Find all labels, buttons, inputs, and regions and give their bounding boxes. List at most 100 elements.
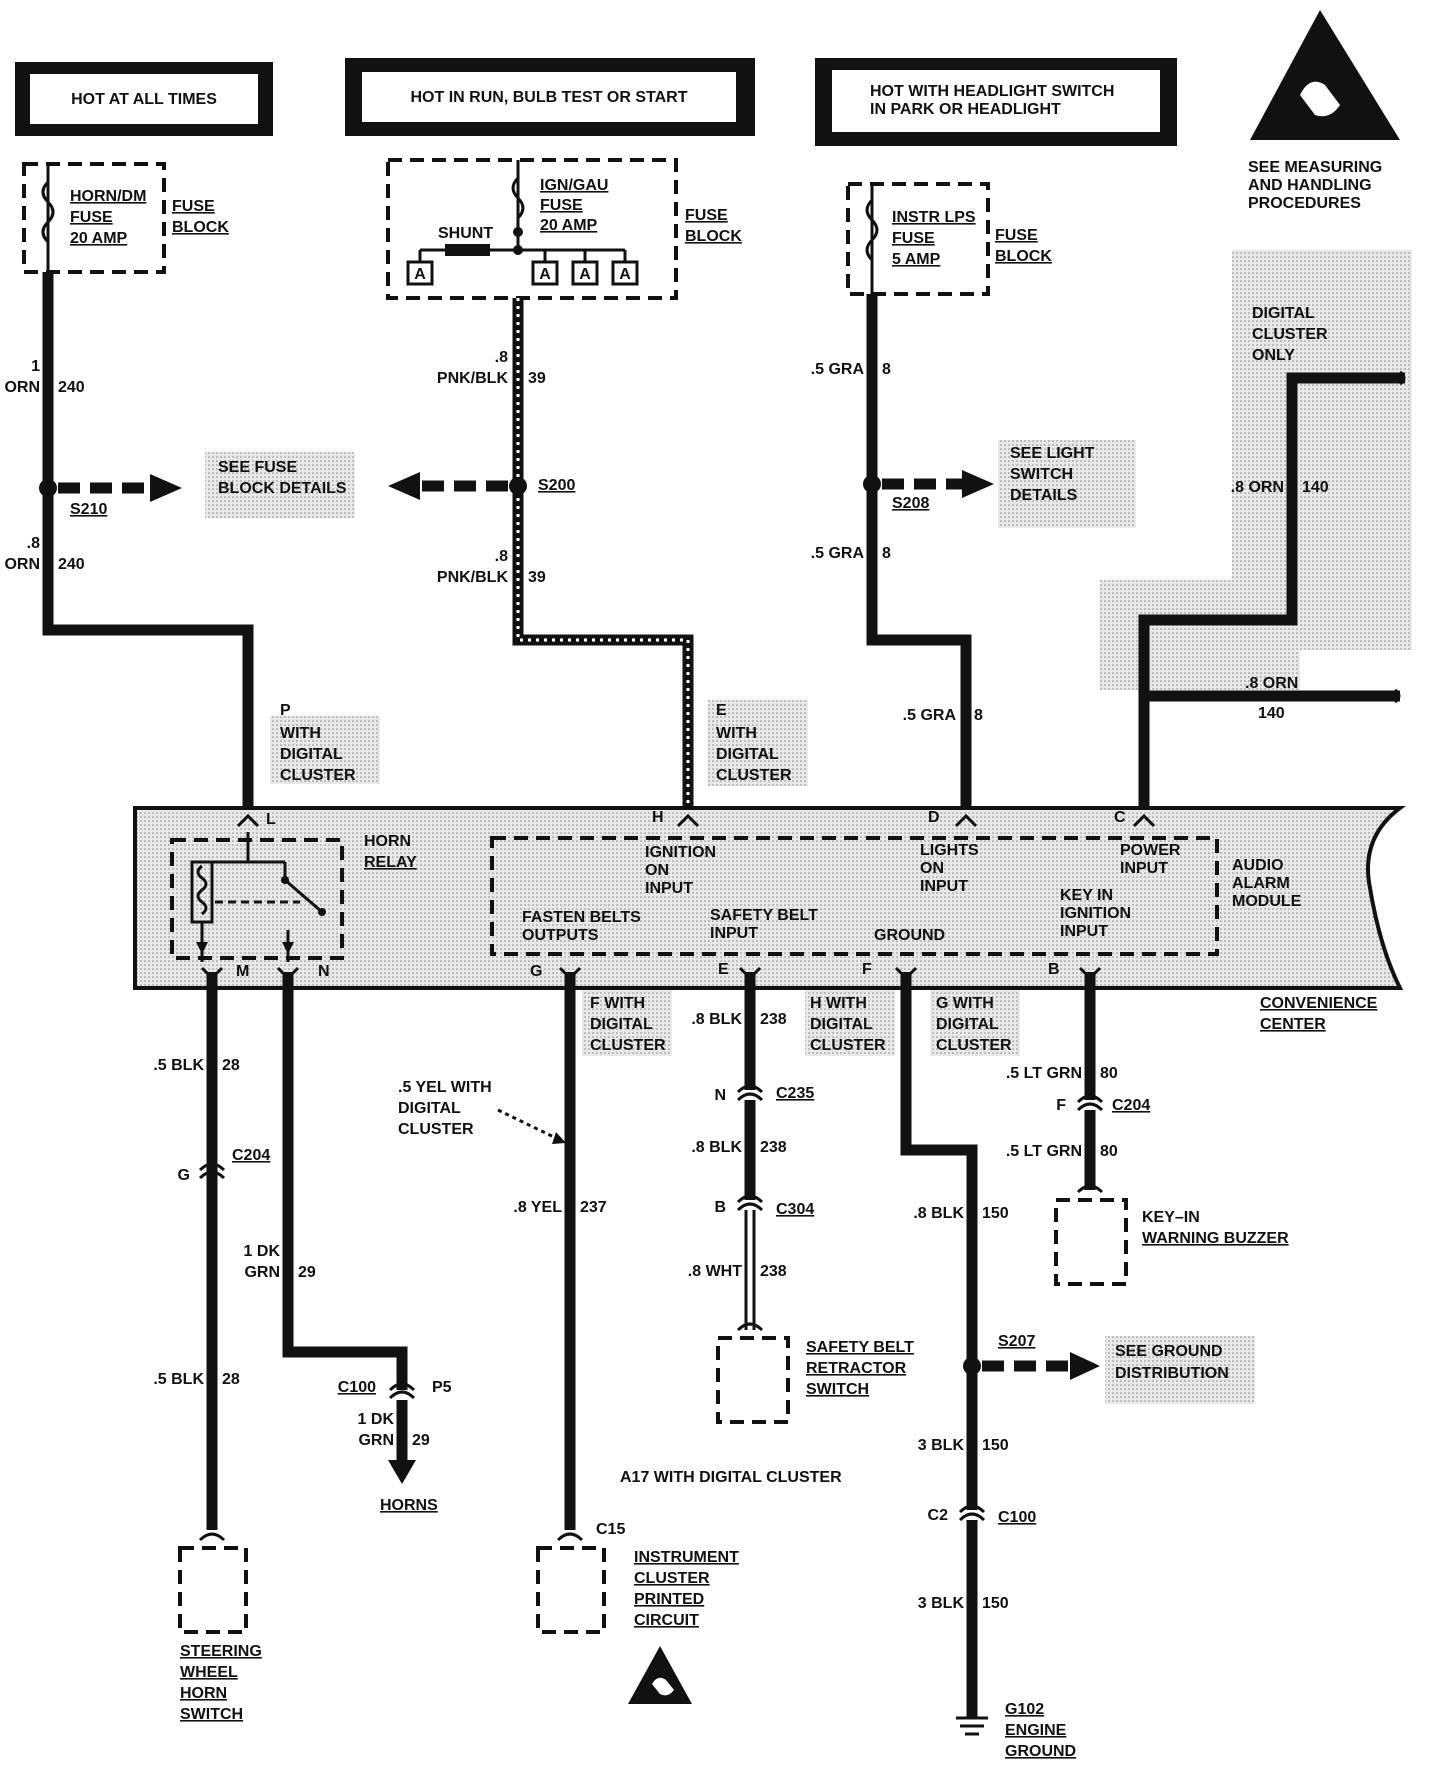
svg-text:S207: S207 bbox=[998, 1333, 1035, 1350]
svg-text:AUDIO: AUDIO bbox=[1232, 857, 1284, 874]
wire-pnk-blk-39: .8 PNK/BLK 39 .8 PNK/BLK 39 bbox=[437, 298, 694, 820]
convenience-center: HORN RELAY IGNITION ON INPUT LIGHTS ON I… bbox=[133, 806, 1406, 990]
svg-text:B: B bbox=[714, 1199, 726, 1216]
fuse-instr-lps: INSTR LPS FUSE 5 AMP FUSE BLOCK bbox=[846, 182, 1052, 296]
header-hot-all-times: HOT AT ALL TIMES bbox=[15, 62, 273, 136]
note-e-with-digital: E WITH DIGITAL CLUSTER bbox=[708, 700, 808, 786]
svg-text:.5 LT GRN: .5 LT GRN bbox=[1006, 1065, 1082, 1082]
svg-text:SAFETY BELT: SAFETY BELT bbox=[710, 907, 818, 924]
svg-text:DIGITAL: DIGITAL bbox=[280, 746, 343, 763]
svg-text:CLUSTER: CLUSTER bbox=[634, 1570, 710, 1587]
svg-text:WITH: WITH bbox=[280, 725, 321, 742]
svg-text:PRINTED: PRINTED bbox=[634, 1591, 704, 1608]
svg-text:INPUT: INPUT bbox=[645, 880, 693, 897]
svg-text:G: G bbox=[530, 963, 542, 980]
svg-text:.8: .8 bbox=[495, 548, 508, 565]
svg-text:INPUT: INPUT bbox=[1060, 923, 1108, 940]
svg-text:H WITH: H WITH bbox=[810, 995, 867, 1012]
esd-small-icon bbox=[628, 1646, 692, 1704]
svg-text:ORN: ORN bbox=[4, 379, 40, 396]
svg-text:.8 YEL: .8 YEL bbox=[513, 1199, 562, 1216]
svg-text:C235: C235 bbox=[776, 1085, 814, 1102]
svg-text:F WITH: F WITH bbox=[590, 995, 645, 1012]
svg-text:E: E bbox=[718, 961, 729, 978]
svg-text:ON: ON bbox=[645, 862, 669, 879]
svg-text:PROCEDURES: PROCEDURES bbox=[1248, 195, 1361, 212]
svg-text:BLOCK: BLOCK bbox=[685, 228, 742, 245]
svg-text:LIGHTS: LIGHTS bbox=[920, 842, 979, 859]
wire-lt-grn-80: .5 LT GRN 80 F C204 .5 LT GRN 80 bbox=[1006, 966, 1150, 1190]
wire-dk-grn-29: 1 DK GRN 29 C100 P5 1 DK GRN 29 HORNS bbox=[244, 966, 452, 1514]
splice-s200: S200 bbox=[388, 472, 575, 500]
svg-text:KEY IN: KEY IN bbox=[1060, 887, 1113, 904]
pin-labels-bottom: M N G E F B bbox=[236, 961, 1060, 980]
svg-text:.5 GRA: .5 GRA bbox=[811, 545, 865, 562]
svg-text:DISTRIBUTION: DISTRIBUTION bbox=[1115, 1365, 1229, 1382]
svg-text:5 AMP: 5 AMP bbox=[892, 251, 941, 268]
svg-text:DIGITAL: DIGITAL bbox=[1252, 305, 1315, 322]
svg-text:STEERING: STEERING bbox=[180, 1643, 262, 1660]
svg-text:P5: P5 bbox=[432, 1379, 452, 1396]
steering-wheel-horn-switch: STEERING WHEEL HORN SWITCH bbox=[178, 1532, 262, 1723]
svg-text:28: 28 bbox=[222, 1057, 240, 1074]
svg-text:INSTR LPS: INSTR LPS bbox=[892, 209, 976, 226]
svg-text:.8 BLK: .8 BLK bbox=[691, 1139, 742, 1156]
svg-text:S200: S200 bbox=[538, 477, 575, 494]
svg-text:ORN: ORN bbox=[4, 556, 40, 573]
svg-text:PNK/BLK: PNK/BLK bbox=[437, 370, 509, 387]
svg-text:8: 8 bbox=[882, 545, 891, 562]
svg-text:1 DK: 1 DK bbox=[358, 1411, 395, 1428]
svg-text:MODULE: MODULE bbox=[1232, 893, 1302, 910]
svg-text:WHEEL: WHEEL bbox=[180, 1664, 238, 1681]
splice-s207: S207 SEE GROUND DISTRIBUTION bbox=[963, 1333, 1255, 1404]
svg-text:INSTRUMENT: INSTRUMENT bbox=[634, 1549, 739, 1566]
svg-text:BLOCK DETAILS: BLOCK DETAILS bbox=[218, 480, 347, 497]
convenience-label-1: CONVENIENCE bbox=[1260, 995, 1378, 1012]
svg-text:IGN/GAU: IGN/GAU bbox=[540, 177, 608, 194]
splice-s208: S208 SEE LIGHT SWITCH DETAILS bbox=[863, 440, 1136, 528]
svg-text:G: G bbox=[178, 1167, 190, 1184]
svg-text:M: M bbox=[236, 963, 249, 980]
svg-text:DIGITAL: DIGITAL bbox=[398, 1100, 461, 1117]
svg-text:WITH: WITH bbox=[716, 725, 757, 742]
svg-text:20 AMP: 20 AMP bbox=[540, 217, 598, 234]
svg-text:C2: C2 bbox=[928, 1507, 949, 1524]
instrument-cluster-printed-circuit: INSTRUMENT CLUSTER PRINTED CIRCUIT bbox=[536, 1532, 739, 1634]
svg-text:HOT IN RUN, BULB TEST OR START: HOT IN RUN, BULB TEST OR START bbox=[410, 89, 687, 106]
svg-text:IGNITION: IGNITION bbox=[1060, 905, 1131, 922]
svg-text:SHUNT: SHUNT bbox=[438, 225, 493, 242]
header-hot-headlight: HOT WITH HEADLIGHT SWITCH IN PARK OR HEA… bbox=[815, 58, 1177, 146]
svg-text:H: H bbox=[652, 809, 664, 826]
svg-text:B: B bbox=[1048, 961, 1060, 978]
svg-text:.5 YEL WITH: .5 YEL WITH bbox=[398, 1079, 492, 1096]
svg-text:80: 80 bbox=[1100, 1143, 1118, 1160]
svg-text:SAFETY BELT: SAFETY BELT bbox=[806, 1339, 914, 1356]
wire-blk-238: .8 BLK 238 N C235 .8 BLK 238 B C304 .8 W… bbox=[688, 966, 814, 1330]
svg-text:INPUT: INPUT bbox=[920, 878, 968, 895]
svg-text:E: E bbox=[716, 702, 727, 719]
svg-text:238: 238 bbox=[760, 1263, 787, 1280]
svg-text:PNK/BLK: PNK/BLK bbox=[437, 569, 509, 586]
svg-text:140: 140 bbox=[1258, 705, 1285, 722]
svg-text:150: 150 bbox=[982, 1437, 1009, 1454]
svg-text:FUSE: FUSE bbox=[540, 197, 583, 214]
svg-text:1 DK: 1 DK bbox=[244, 1243, 281, 1260]
svg-text:140: 140 bbox=[1302, 479, 1329, 496]
fuse-ign-gau: IGN/GAU FUSE 20 AMP SHUNT A A A A FUSE B… bbox=[386, 158, 742, 300]
svg-text:SWITCH: SWITCH bbox=[180, 1706, 243, 1723]
svg-text:HORN/DM: HORN/DM bbox=[70, 188, 146, 205]
wire-blk-28: .5 BLK 28 .5 BLK 28 G C204 bbox=[153, 966, 270, 1530]
svg-text:.8: .8 bbox=[27, 535, 40, 552]
svg-text:.5 GRA: .5 GRA bbox=[811, 361, 865, 378]
wire-orn-240: 1 ORN 240 .8 ORN 240 bbox=[4, 272, 254, 820]
svg-text:FUSE: FUSE bbox=[172, 198, 215, 215]
svg-text:.5 BLK: .5 BLK bbox=[153, 1371, 204, 1388]
note-p-with-digital: P WITH DIGITAL CLUSTER bbox=[270, 702, 380, 784]
esd-warning-icon: SEE MEASURING AND HANDLING PROCEDURES bbox=[1248, 10, 1400, 212]
svg-text:DIGITAL: DIGITAL bbox=[936, 1016, 999, 1033]
svg-text:RETRACTOR: RETRACTOR bbox=[806, 1360, 907, 1377]
svg-text:A: A bbox=[414, 266, 426, 283]
svg-text:ON: ON bbox=[920, 860, 944, 877]
svg-text:N: N bbox=[714, 1087, 726, 1104]
svg-text:CLUSTER: CLUSTER bbox=[1252, 326, 1328, 343]
